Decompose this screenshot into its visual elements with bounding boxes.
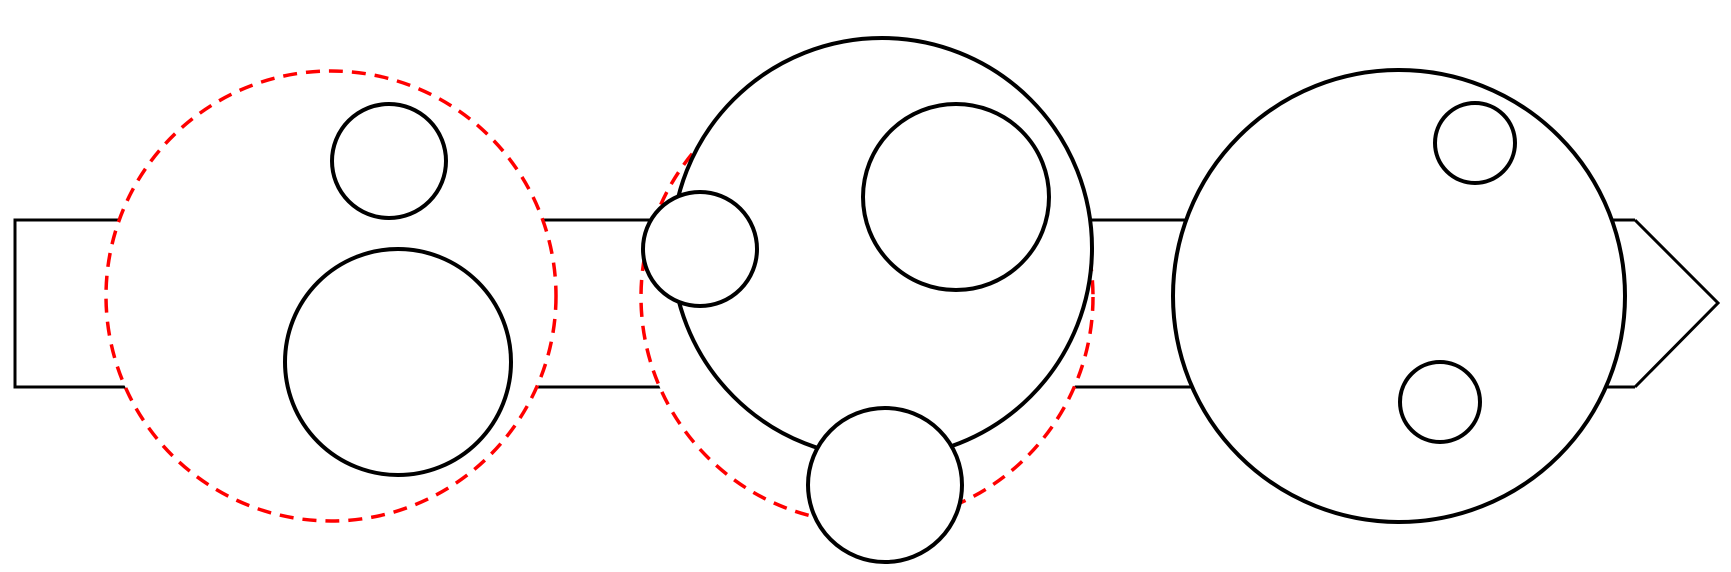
group-2-inner-circle <box>861 102 1051 292</box>
group-1-small-circle <box>330 102 448 220</box>
group-1-large-circle <box>283 247 513 477</box>
group-1 <box>104 69 558 523</box>
group-3-top-circle <box>1433 101 1517 185</box>
group-3-bottom-circle <box>1398 360 1482 444</box>
arrow-head <box>1633 218 1721 389</box>
group-2-bottom-boundary-circle <box>806 406 964 564</box>
group-2-left-boundary-circle <box>641 190 759 308</box>
group-3-big-circle <box>1171 68 1627 524</box>
group-2 <box>639 36 1095 564</box>
group-3 <box>1171 68 1627 524</box>
